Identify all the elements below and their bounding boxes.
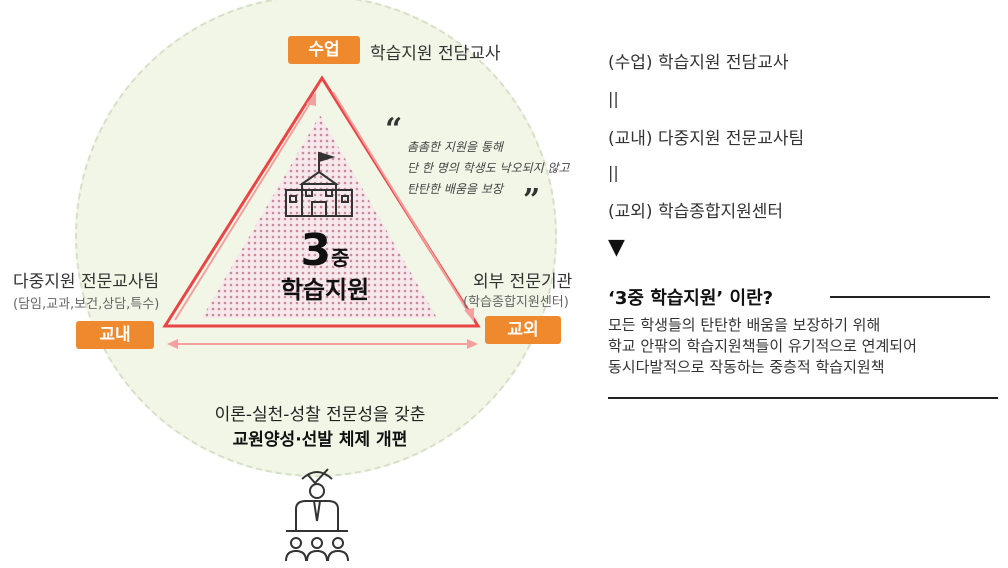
school-building-icon (285, 151, 353, 217)
quote-line-2: 단 한 명의 학생도 낙오되지 않고 (407, 161, 570, 175)
left-label: 다중지원 전문교사팀 (13, 272, 160, 292)
students-group-icon (285, 537, 349, 562)
heading-rule (830, 296, 990, 298)
arrow-right-down (332, 91, 471, 316)
right-sub: (학습종합지원센터) (463, 295, 569, 310)
bottom-line-1: 이론-실천-성찰 전문성을 갖춘 (214, 405, 426, 425)
right-eq-2: || (608, 163, 619, 182)
center-title: 학습지원 (280, 276, 370, 304)
bottom-rule (608, 397, 998, 399)
quote-line-3: 탄탄한 배움을 보장 (407, 182, 503, 196)
quote-open: “ (385, 112, 403, 147)
right-label: 외부 전문기관 (473, 272, 573, 292)
top-tag: 수업 (288, 36, 360, 64)
desc-line-1: 모든 학생들의 탄탄한 배움을 보장하기 위해 (608, 316, 881, 334)
right-line-2: (교내) 다중지원 전문교사팀 (608, 129, 805, 149)
right-line-3: (교외) 학습종합지원센터 (608, 202, 784, 222)
desc-line-2: 학교 안팎의 학습지원책들이 유기적으로 연계되어 (608, 337, 917, 355)
definition-heading: ‘3중 학습지원’ 이란? (608, 288, 774, 309)
bottom-line-2: 교원양성·선발 체제 개편 (232, 430, 408, 450)
quote-close: ” (523, 183, 541, 218)
center-title-block: 3중 (275, 225, 375, 276)
right-eq-1: || (608, 89, 619, 108)
down-arrow-icon: ▼ (608, 235, 625, 260)
teacher-checkmark-icon (285, 468, 349, 562)
top-label: 학습지원 전담교사 (370, 44, 501, 64)
left-tag: 교내 (76, 321, 154, 349)
quote-line-1: 촘촘한 지원을 통해 (407, 140, 503, 154)
left-sub: (담임,교과,보건,상담,특수) (13, 297, 160, 312)
right-tag: 교외 (485, 316, 561, 344)
desc-line-3: 동시다발적으로 작동하는 중층적 학습지원책 (608, 358, 885, 376)
right-line-1: (수업) 학습지원 전담교사 (608, 53, 789, 73)
center-number: 3 (300, 225, 332, 276)
center-suffix: 중 (331, 246, 350, 270)
arrow-left-up (174, 99, 313, 321)
